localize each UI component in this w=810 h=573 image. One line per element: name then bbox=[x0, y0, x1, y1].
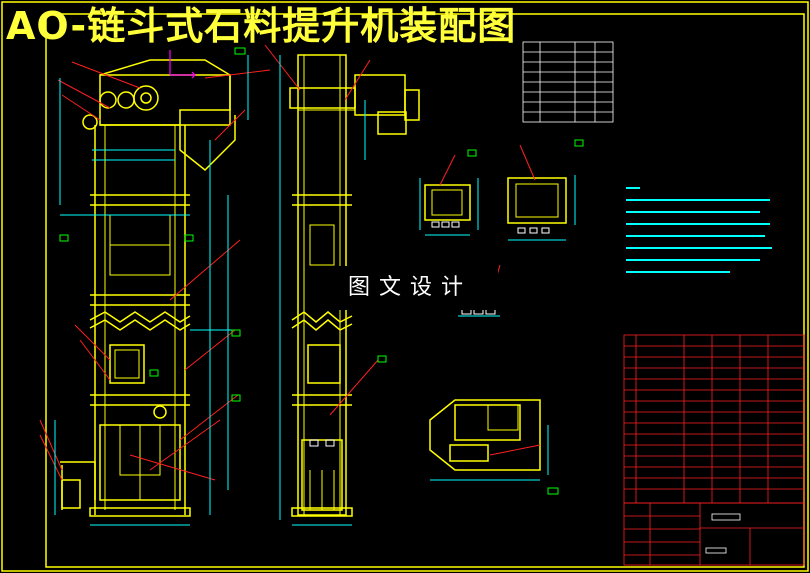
leader-lines bbox=[39, 44, 541, 481]
bill-of-materials bbox=[623, 334, 805, 504]
drawing-title: AO-链斗式石料提升机装配图 bbox=[6, 4, 517, 48]
section-details bbox=[424, 177, 567, 471]
title-block bbox=[623, 502, 805, 566]
watermark-text: 图文设计 bbox=[322, 266, 498, 310]
parts-table-top bbox=[522, 41, 614, 123]
dimension-lines bbox=[54, 55, 576, 526]
front-view bbox=[60, 59, 236, 517]
technical-notes bbox=[626, 187, 772, 273]
axis-mark bbox=[169, 50, 196, 79]
detail-callouts bbox=[59, 47, 584, 495]
title-block-labels bbox=[705, 513, 741, 554]
